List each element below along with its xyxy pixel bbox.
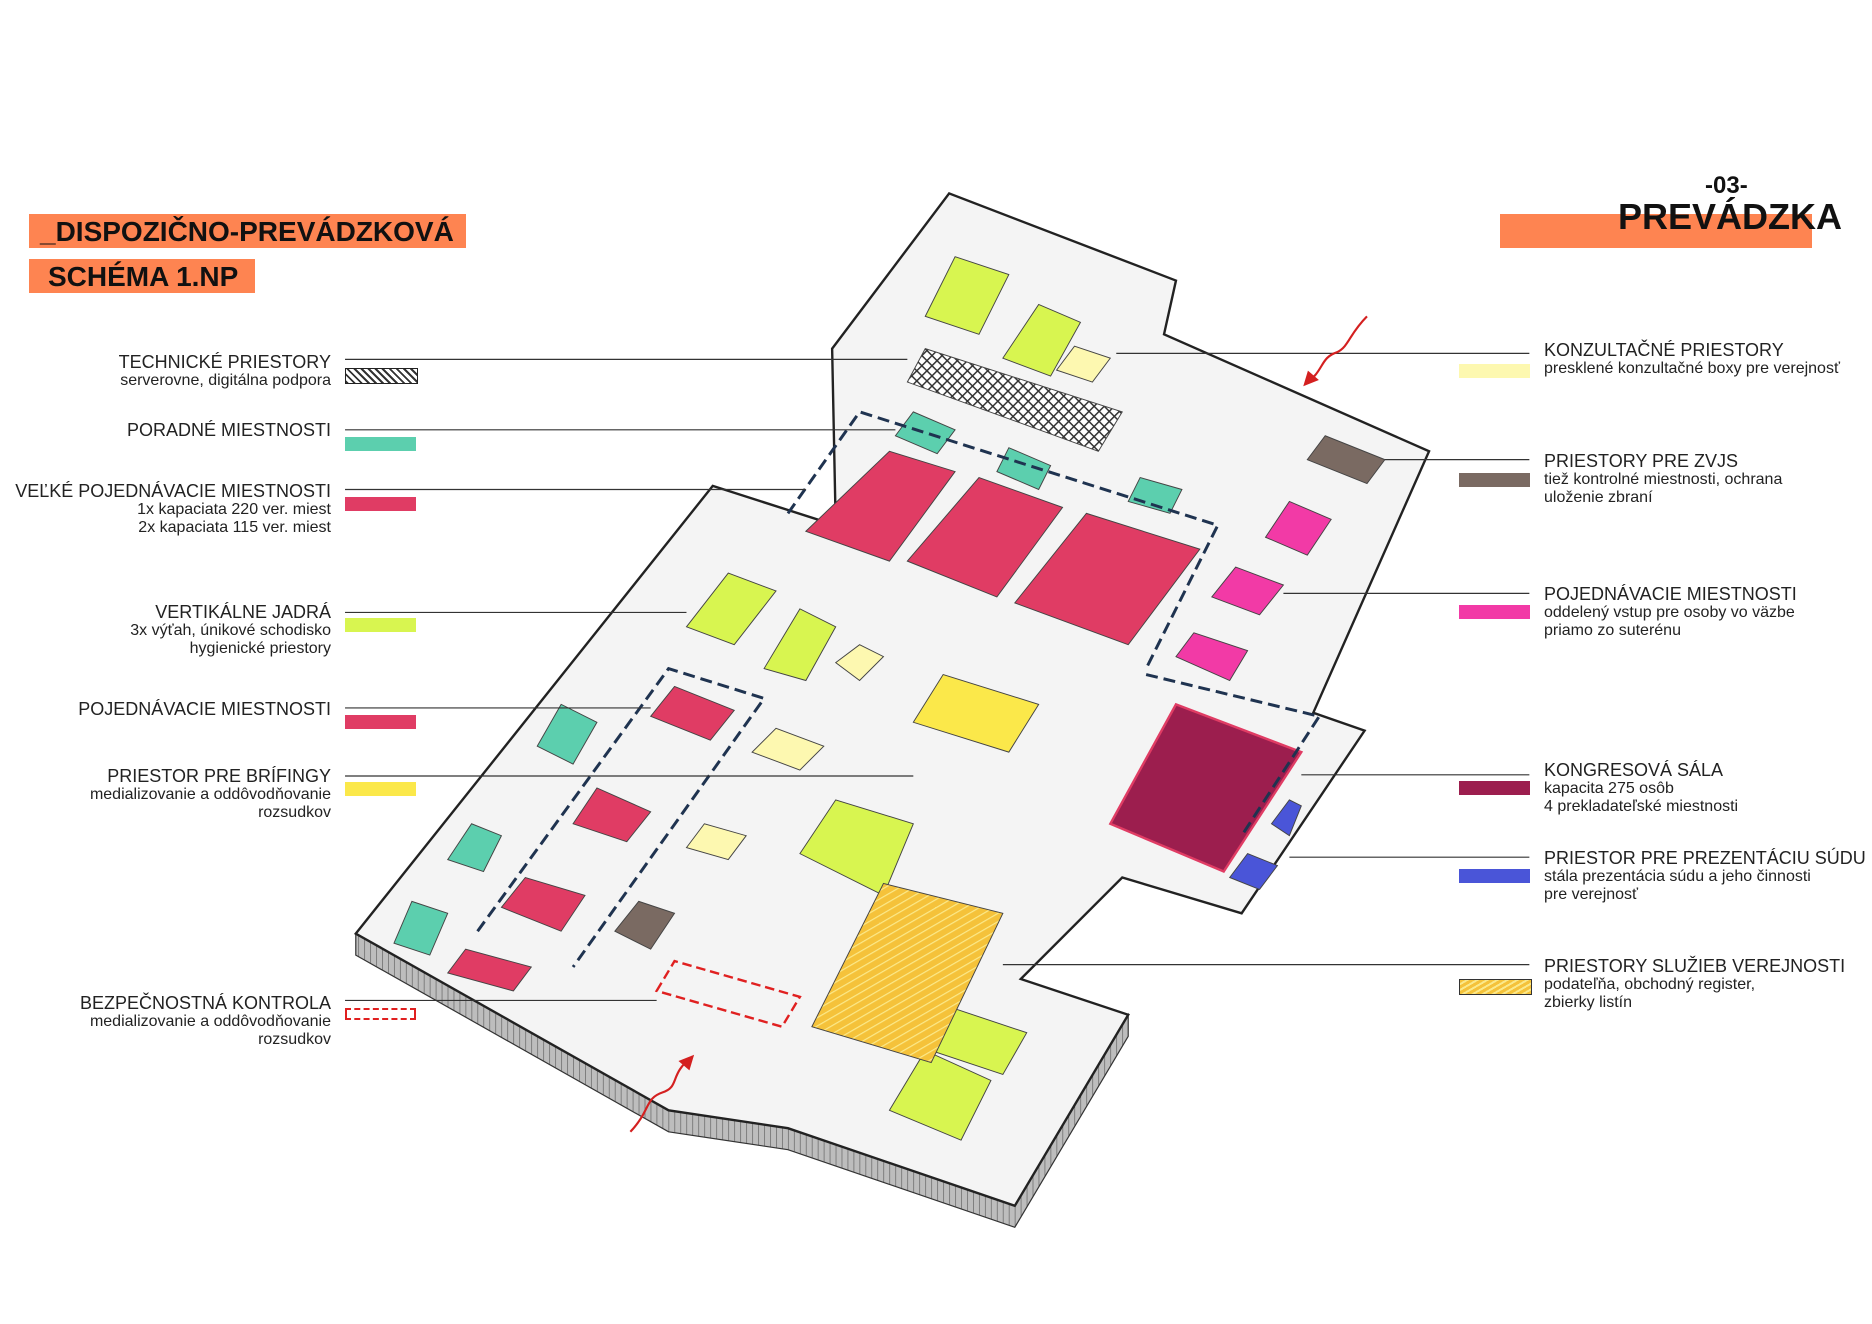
legend-swatch-technical [345, 368, 418, 384]
subtitle-banner [29, 259, 255, 293]
advisory-room [996, 447, 1052, 491]
vertical-core [924, 256, 1010, 335]
consultation-box [834, 644, 885, 682]
legend-swatch-courtrooms [345, 715, 416, 729]
courtroom [500, 876, 586, 932]
entrance-arrow-icon [1304, 315, 1368, 386]
section-number: -03- [1705, 172, 1748, 199]
vertical-core [888, 1049, 992, 1141]
advisory-room [894, 411, 956, 455]
legend-swatch-zvjs [1459, 473, 1530, 487]
public-services [811, 882, 1004, 1064]
entrance-arrow-icon [1303, 370, 1319, 387]
consultation-box [685, 823, 747, 861]
legend-swatch-advisory [345, 437, 416, 451]
large-courtroom [906, 476, 1064, 598]
detention-courtroom [1264, 500, 1332, 556]
title-line-1: _DISPOZIČNO-PREVÁDZKOVÁ [40, 216, 454, 247]
technical-room [906, 348, 1123, 452]
zvjs-room [614, 900, 676, 950]
vertical-core [763, 608, 837, 682]
advisory-room [393, 900, 449, 956]
vertical-core [799, 799, 914, 897]
entrance-arrow-icon [678, 1054, 695, 1071]
legend-swatch-congress-hall [1459, 781, 1530, 795]
court-presentation [1270, 799, 1302, 837]
congress-hall [1108, 702, 1304, 874]
vertical-core [1002, 303, 1082, 377]
legend-swatch-large-courtrooms [345, 497, 416, 511]
entrance-arrows [629, 315, 1368, 1133]
legend-advisory: PORADNÉ MIESTNOSTI [126, 420, 331, 440]
briefing-room [912, 673, 1040, 753]
advisory-room [1127, 476, 1183, 514]
large-courtroom [1014, 512, 1201, 646]
courtroom [649, 685, 736, 741]
title-line-2: SCHÉMA 1.NP [48, 261, 239, 292]
rooms [393, 256, 1386, 1141]
courtroom [446, 948, 533, 992]
advisory-room [536, 703, 598, 765]
legend-swatch-court-presentation [1459, 869, 1530, 883]
security-check [654, 959, 802, 1029]
section-title: PREVÁDZKA [1618, 196, 1843, 237]
legend-swatch-security [345, 1008, 416, 1020]
detention-courtroom [1211, 566, 1285, 616]
legend-swatch-public-services [1459, 979, 1532, 995]
leader-lines [345, 352, 1530, 1002]
legend-swatch-vertical-cores [345, 618, 416, 632]
advisory-room [446, 823, 503, 873]
building-base [353, 191, 1431, 1229]
consultation-box [1055, 345, 1112, 383]
courtroom [572, 787, 652, 843]
vertical-core [685, 572, 777, 646]
legend-swatch-detention-courtrooms [1459, 605, 1530, 619]
title-banner [29, 214, 466, 248]
legend-swatch-briefing [345, 782, 416, 796]
section-banner [1500, 214, 1812, 248]
court-presentation [1228, 853, 1279, 891]
legend-courtrooms: POJEDNÁVACIE MIESTNOSTI [78, 699, 331, 719]
detention-courtroom [1175, 632, 1249, 682]
consultation-box [751, 727, 825, 771]
entrance-arrow-icon [629, 1055, 694, 1133]
legend-swatch-consultation [1459, 364, 1530, 378]
large-courtroom [804, 450, 956, 562]
circulation-dashed [476, 410, 1322, 968]
